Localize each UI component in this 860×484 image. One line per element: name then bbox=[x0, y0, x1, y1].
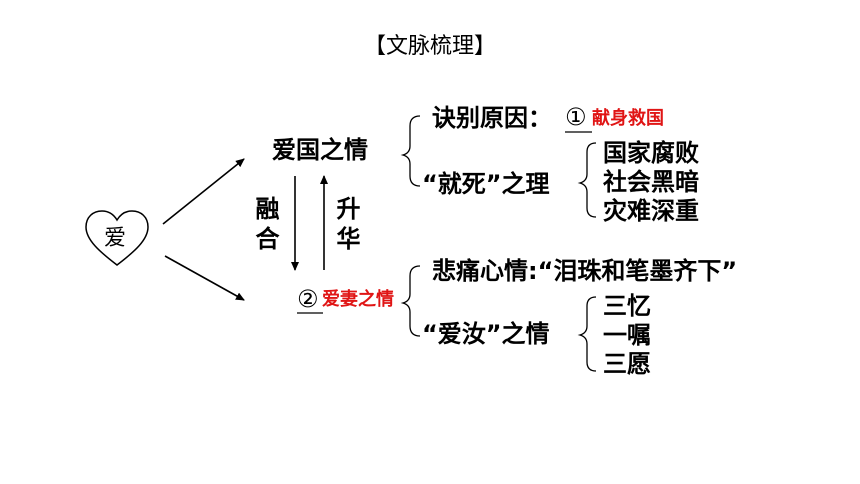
answer-number-2: ② bbox=[297, 285, 319, 313]
sub-item: 灾难深重 bbox=[603, 197, 699, 225]
reason-label: 诀别原因： bbox=[432, 104, 552, 132]
heart-icon bbox=[85, 210, 149, 266]
death-reason-label: “就死”之理 bbox=[422, 170, 550, 198]
merge-label: 融合 bbox=[251, 196, 279, 256]
sub-item: 社会黑暗 bbox=[603, 168, 699, 196]
sub-item: 国家腐败 bbox=[603, 139, 699, 167]
brace-top-sub bbox=[577, 142, 597, 218]
love-you-label: “爱汝”之情 bbox=[422, 320, 550, 348]
brace-top bbox=[400, 115, 421, 187]
page-title: 【文脉梳理】 bbox=[363, 34, 496, 59]
sub-item: 一嘱 bbox=[603, 321, 651, 349]
answer-2: 爱妻之情 bbox=[322, 289, 394, 310]
brace-bottom bbox=[400, 265, 421, 337]
patriotism-label: 爱国之情 bbox=[272, 136, 368, 164]
answer-1: 献身救国 bbox=[592, 108, 664, 129]
brace-bottom-sub bbox=[577, 296, 597, 372]
sub-item: 三愿 bbox=[603, 350, 651, 378]
elevate-label: 升华 bbox=[332, 196, 360, 256]
answer-number-1: ① bbox=[565, 103, 587, 131]
arrow-to-top bbox=[162, 158, 245, 225]
root-label: 爱 bbox=[104, 226, 127, 251]
arrow-to-bottom bbox=[164, 255, 245, 301]
sub-item: 三忆 bbox=[603, 292, 651, 320]
mood-label: 悲痛心情:“泪珠和笔墨齐下” bbox=[432, 257, 738, 285]
